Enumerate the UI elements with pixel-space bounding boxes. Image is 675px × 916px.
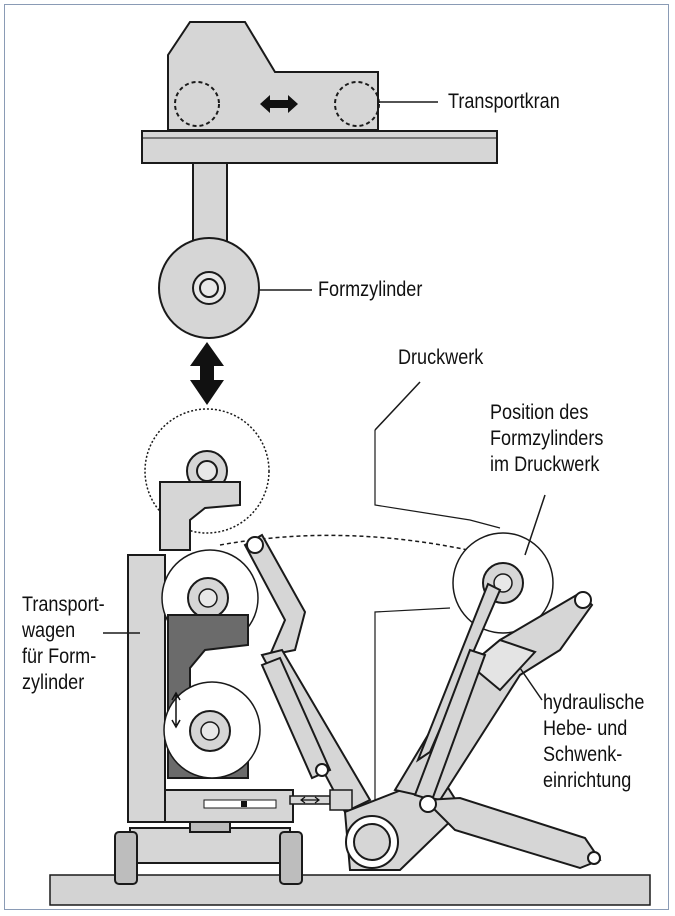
vertical-double-arrow xyxy=(190,342,224,405)
label-druckwerk: Druckwerk xyxy=(398,346,484,369)
label-transportwagen-line: wagen xyxy=(22,619,76,642)
label-hydraulik-line: Schwenk- xyxy=(543,743,623,766)
crane-rail xyxy=(141,130,498,164)
druckwerk-frame-line xyxy=(374,430,501,529)
transport-wagon xyxy=(114,554,303,885)
label-formzylinder: Formzylinder xyxy=(318,278,423,301)
floor xyxy=(49,874,651,906)
label-position-line: im Druckwerk xyxy=(490,453,600,476)
transport-crane xyxy=(167,21,380,131)
wagon-small-arrow xyxy=(171,691,181,729)
label-position-line: Formzylinders xyxy=(490,427,604,450)
label-hydraulik-line: einrichtung xyxy=(543,769,632,792)
label-transportwagen-line: zylinder xyxy=(22,671,85,694)
leader-position xyxy=(524,494,546,556)
form-cylinder xyxy=(158,237,260,339)
label-transportwagen: Transport- wagen für Form- zylinder xyxy=(22,592,105,696)
label-hydraulik: hydraulische Hebe- und Schwenk- einricht… xyxy=(543,690,644,794)
hydraulic-cylinder-bottom xyxy=(419,795,602,870)
label-hydraulik-line: Hebe- und xyxy=(543,717,628,740)
ghost-cylinder xyxy=(144,408,270,534)
label-transportwagen-line: Transport- xyxy=(22,593,105,616)
label-hydraulik-line: hydraulische xyxy=(543,691,645,714)
wagon-link-block xyxy=(329,789,353,811)
wagon-lower-cylinder xyxy=(163,681,261,779)
druckwerk-lower-line xyxy=(374,607,451,870)
label-transportwagen-line: für Form- xyxy=(22,645,97,668)
lift-linkage-left xyxy=(243,533,372,814)
ghost-cradle xyxy=(159,450,241,551)
label-transportkran: Transportkran xyxy=(448,90,560,113)
hydraulic-cylinder-left xyxy=(260,656,332,780)
label-position-line: Position des xyxy=(490,401,589,424)
leader-hydraulik xyxy=(519,667,543,701)
label-position: Position des Formzylinders im Druckwerk xyxy=(490,400,603,478)
crane-double-arrow xyxy=(260,95,298,113)
link-arrow xyxy=(300,796,320,804)
leader-druckwerk xyxy=(374,381,421,431)
